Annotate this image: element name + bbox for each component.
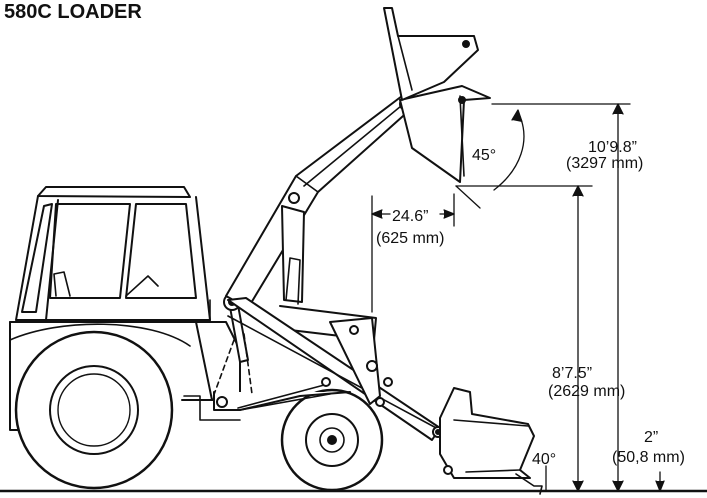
reach-label: 24.6” (392, 208, 428, 225)
raised-bucket-dumped (399, 85, 491, 183)
front-wheel (280, 388, 384, 492)
lowered-lift-arm (227, 297, 444, 441)
dig-depth-label: 2” (644, 429, 658, 446)
dump-angle-label: 45° (472, 147, 496, 164)
rear-wheel (14, 330, 174, 490)
max-height-mm-label: (3297 mm) (566, 155, 643, 172)
max-height-label: 10’9.8” (588, 139, 637, 156)
dump-clearance-mm-label: (2629 mm) (548, 383, 625, 400)
chassis (213, 383, 351, 411)
raised-bucket-rolled-back (383, 7, 479, 101)
rollback-angle-label: 40° (532, 451, 556, 468)
raised-lift-arm (225, 91, 419, 309)
lowered-bucket (439, 387, 543, 495)
diagram-title: 580C LOADER (4, 1, 142, 23)
dig-depth-mm-label: (50,8 mm) (612, 449, 685, 466)
dimension-lines (371, 103, 665, 492)
reach-mm-label: (625 mm) (376, 230, 444, 247)
dump-clearance-label: 8’7.5” (552, 365, 592, 382)
dimension-labels: 10’9.8” (3297 mm) 45° 24.6” (625 mm) 8’7… (376, 139, 685, 468)
